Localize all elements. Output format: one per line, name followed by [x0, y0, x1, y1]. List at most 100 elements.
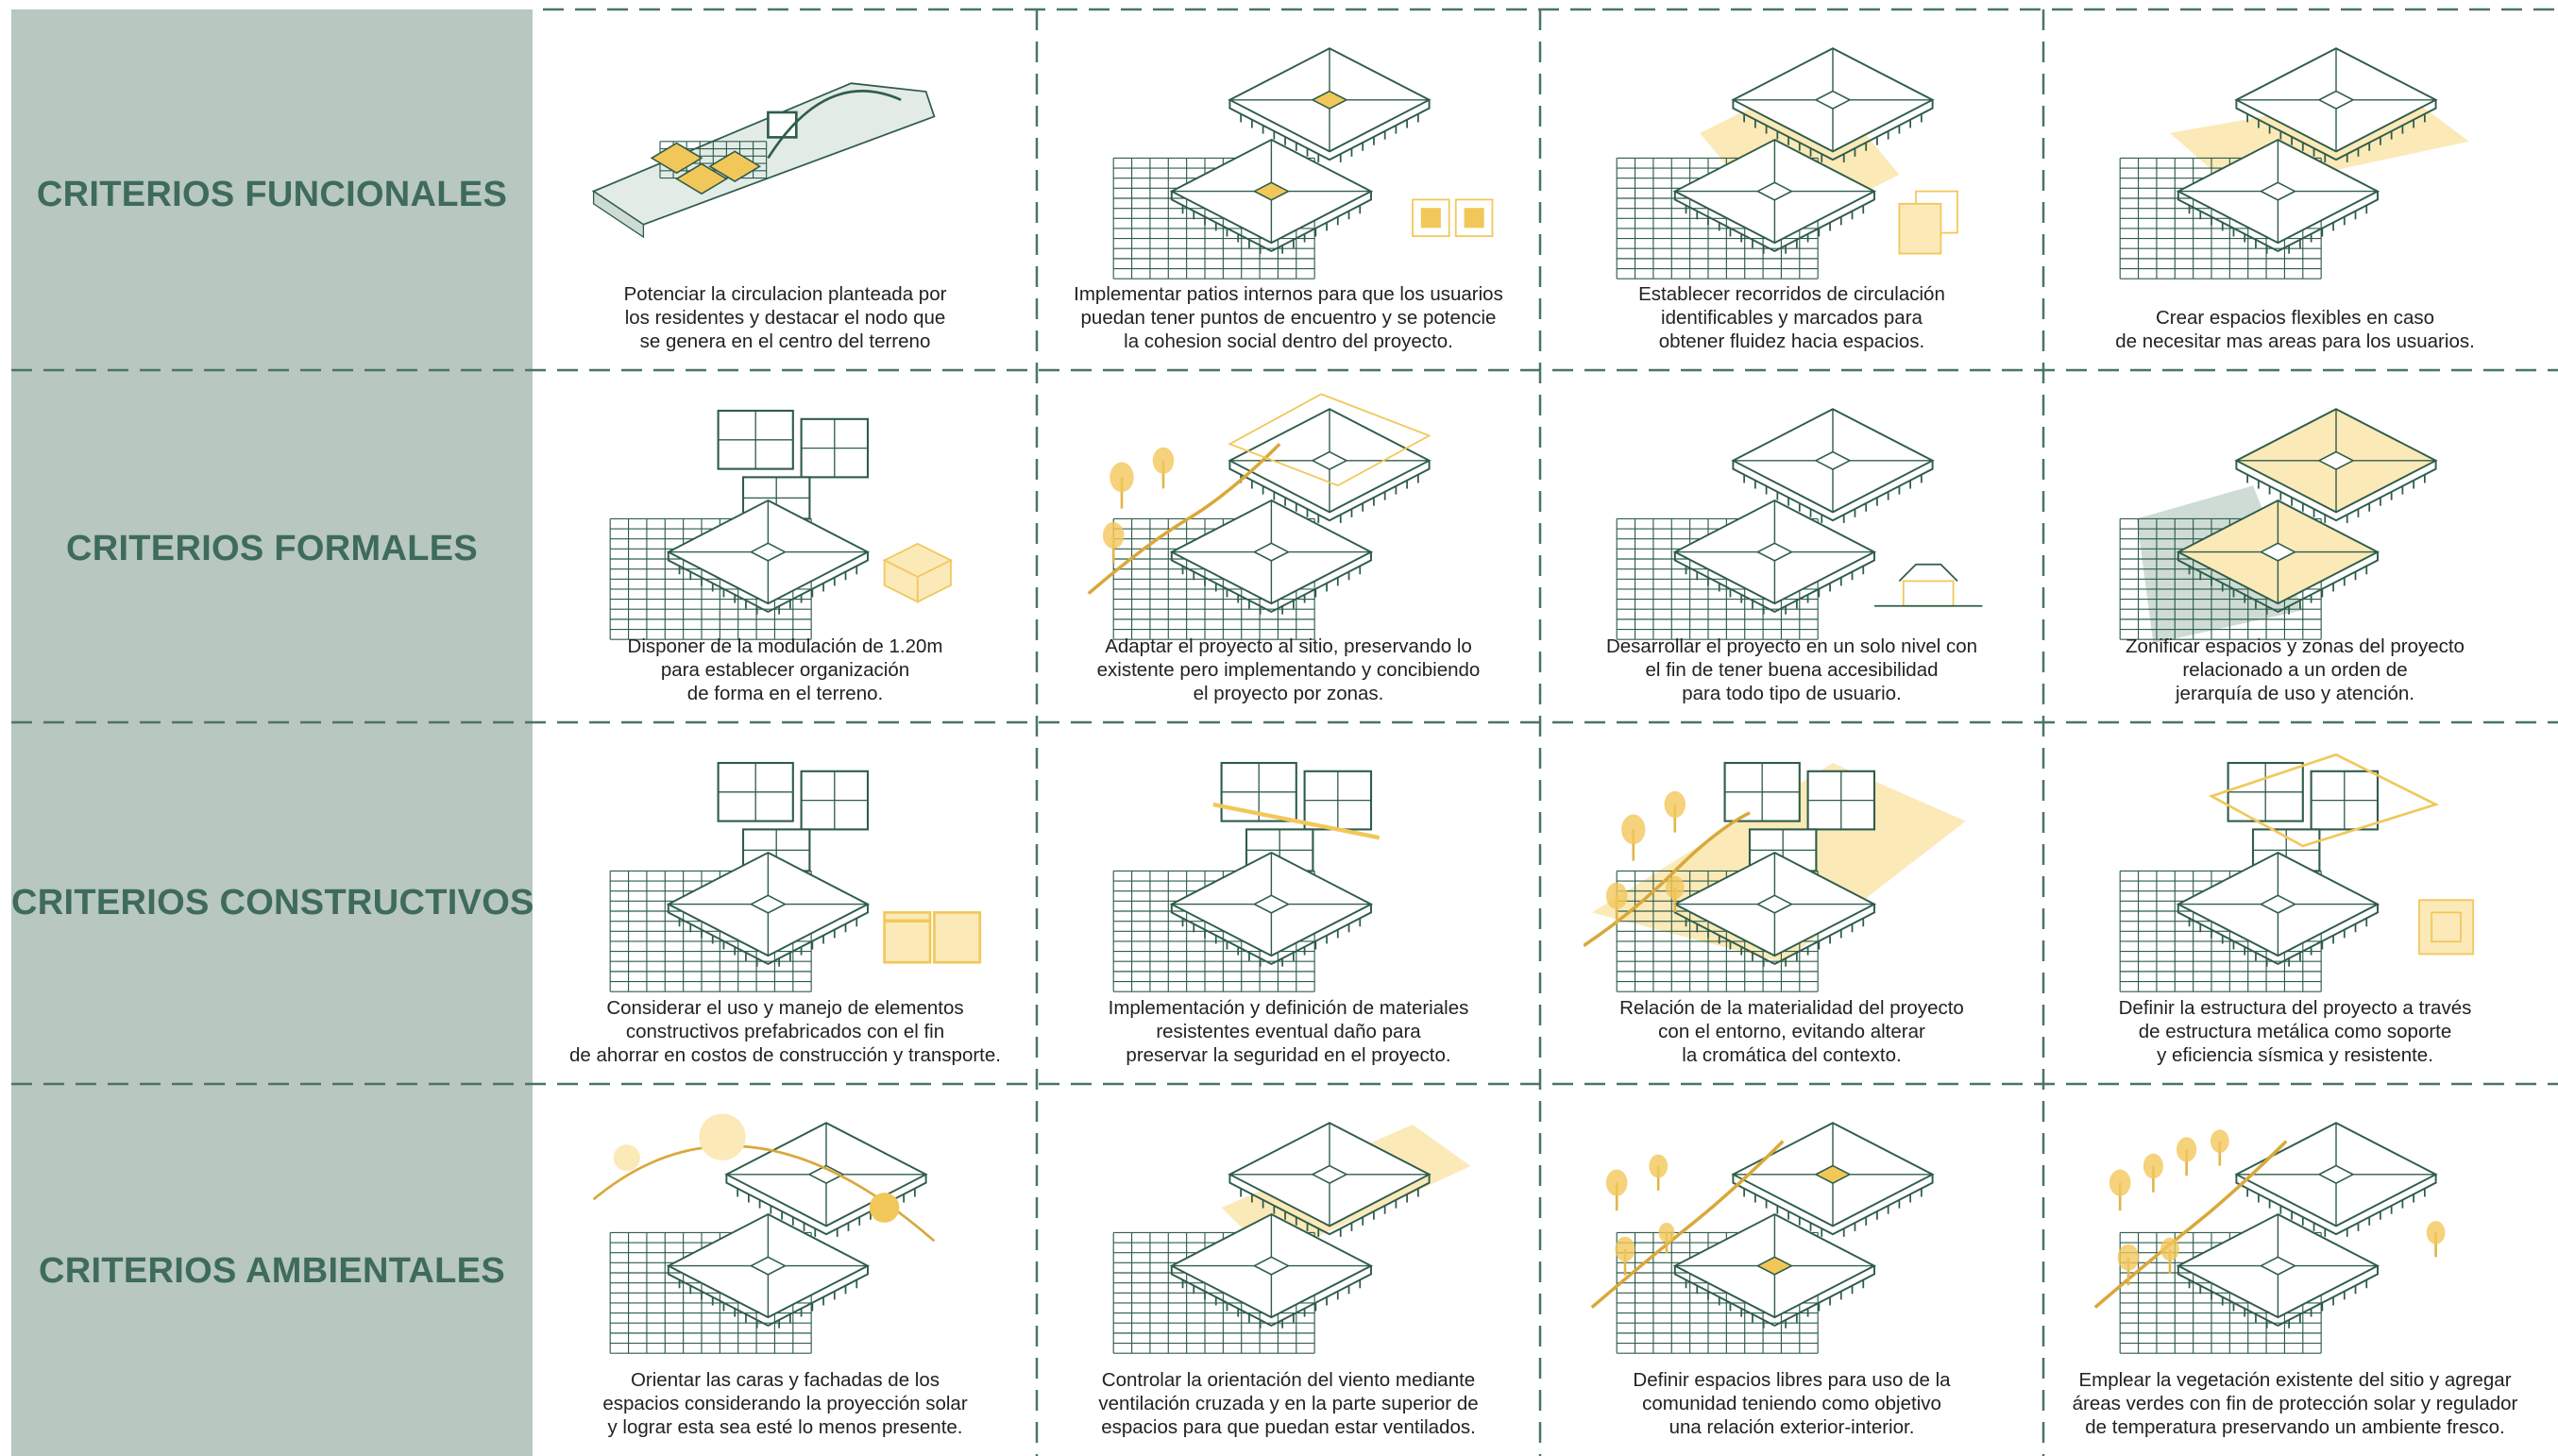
- caption-line: Disponer de la modulación de 1.20m: [627, 635, 943, 657]
- criteria-caption: Definir la estructura del proyecto a tra…: [2043, 996, 2547, 1067]
- caption-line: para establecer organización: [660, 659, 910, 681]
- circulation-path-illustration: [1616, 47, 1958, 279]
- criteria-cell: Desarrollar el proyecto en un solo nivel…: [1540, 370, 2043, 722]
- prefab-elements-illustration: [609, 761, 982, 992]
- site-plan-illustration: [591, 82, 936, 239]
- materiality-context-illustration: [1584, 761, 1966, 992]
- caption-line: de temperatura preservando un ambiente f…: [2085, 1416, 2505, 1438]
- solar-orientation-illustration: [592, 1113, 936, 1354]
- caption-line: ventilación cruzada y en la parte superi…: [1098, 1393, 1479, 1414]
- caption-line: de estructura metálica como soporte: [2138, 1021, 2452, 1042]
- criteria-caption: Implementación y definición de materiale…: [1037, 996, 1540, 1067]
- caption-line: existente pero implementando y concibien…: [1096, 659, 1481, 681]
- caption-line: la cromática del contexto.: [1682, 1044, 1902, 1066]
- caption-line: los residentes y destacar el nodo que: [624, 307, 946, 329]
- criteria-cell: Relación de la materialidad del proyecto…: [1540, 722, 2043, 1084]
- materials-illustration: [1112, 761, 1381, 992]
- criteria-cell: Controlar la orientación del viento medi…: [1037, 1084, 1540, 1456]
- caption-line: el proyecto por zonas.: [1193, 683, 1384, 704]
- caption-line: Relación de la materialidad del proyecto: [1619, 997, 1964, 1019]
- caption-line: jerarquía de uso y atención.: [2176, 683, 2414, 704]
- caption-line: Controlar la orientación del viento medi…: [1101, 1369, 1476, 1391]
- caption-line: para todo tipo de usuario.: [1682, 683, 1902, 704]
- caption-line: identificables y marcados para: [1661, 307, 1923, 329]
- caption-line: se genera en el centro del terreno: [639, 330, 931, 352]
- site-adaptation-illustration: [1087, 393, 1431, 640]
- caption-line: obtener fluidez hacia espacios.: [1658, 330, 1925, 352]
- criteria-cell: Emplear la vegetación existente del siti…: [2043, 1084, 2547, 1456]
- criteria-caption: Implementar patios internos para que los…: [1037, 282, 1540, 353]
- vegetation-illustration: [2093, 1122, 2446, 1354]
- row-title-constructivos: CRITERIOS CONSTRUCTIVOS: [11, 883, 534, 923]
- row-title-ambientales: CRITERIOS AMBIENTALES: [39, 1251, 505, 1291]
- caption-line: Implementar patios internos para que los…: [1074, 283, 1503, 305]
- criteria-caption: Desarrollar el proyecto en un solo nivel…: [1540, 635, 2043, 705]
- caption-line: relacionado a un orden de: [2182, 659, 2408, 681]
- caption-line: el fin de tener buena accesibilidad: [1645, 659, 1939, 681]
- row-title-formales: CRITERIOS FORMALES: [65, 529, 479, 568]
- caption-line: Crear espacios flexibles en caso: [2155, 307, 2435, 329]
- caption-line: Establecer recorridos de circulación: [1638, 283, 1945, 305]
- criteria-caption: Relación de la materialidad del proyecto…: [1540, 996, 2043, 1067]
- zoning-illustration: [2119, 408, 2438, 642]
- caption-line: Orientar las caras y fachadas de los: [630, 1369, 940, 1391]
- caption-line: áreas verdes con fin de protección solar…: [2072, 1393, 2518, 1414]
- caption-line: Potenciar la circulacion planteada por: [623, 283, 947, 305]
- criteria-caption: Adaptar el proyecto al sitio, preservand…: [1037, 635, 1540, 705]
- caption-line: Definir espacios libres para uso de la: [1633, 1369, 1951, 1391]
- caption-line: de forma en el terreno.: [686, 683, 884, 704]
- criteria-caption: Emplear la vegetación existente del siti…: [2043, 1368, 2547, 1439]
- caption-line: resistentes eventual daño para: [1156, 1021, 1421, 1042]
- caption-line: puedan tener puntos de encuentro y se po…: [1080, 307, 1497, 329]
- row-title-funcionales: CRITERIOS FUNCIONALES: [36, 175, 508, 214]
- caption-line: espacios considerando la proyección sola…: [602, 1393, 968, 1414]
- caption-line: espacios para que puedan estar ventilado…: [1101, 1416, 1476, 1438]
- caption-line: Adaptar el proyecto al sitio, preservand…: [1105, 635, 1472, 657]
- single-level-illustration: [1616, 408, 1983, 640]
- caption-line: constructivos prefabricados con el fin: [625, 1021, 945, 1042]
- metal-structure-illustration: [2119, 753, 2475, 992]
- caption-line: Zonificar espacios y zonas del proyecto: [2126, 635, 2465, 657]
- caption-line: Definir la estructura del proyecto a tra…: [2118, 997, 2472, 1019]
- caption-line: con el entorno, evitando alterar: [1658, 1021, 1925, 1042]
- caption-line: Desarrollar el proyecto en un solo nivel…: [1605, 635, 1978, 657]
- criteria-caption: Controlar la orientación del viento medi…: [1037, 1368, 1540, 1439]
- caption-line: Emplear la vegetación existente del siti…: [2078, 1369, 2512, 1391]
- sidebar-panel: [11, 9, 533, 1456]
- criteria-cell: Definir la estructura del proyecto a tra…: [2043, 722, 2547, 1084]
- caption-line: y eficiencia sísmica y resistente.: [2157, 1044, 2433, 1066]
- criteria-cell: Adaptar el proyecto al sitio, preservand…: [1037, 370, 1540, 722]
- interior-patio-illustration: [1112, 47, 1494, 279]
- caption-line: Considerar el uso y manejo de elementos: [606, 997, 964, 1019]
- caption-line: y lograr esta sea esté lo menos presente…: [607, 1416, 963, 1438]
- wind-ventilation-illustration: [1112, 1122, 1471, 1354]
- criteria-cell: Implementar patios internos para que los…: [1037, 9, 1540, 370]
- caption-line: la cohesion social dentro del proyecto.: [1124, 330, 1453, 352]
- open-spaces-illustration: [1590, 1122, 1935, 1354]
- caption-line: de ahorrar en costos de construcción y t…: [569, 1044, 1001, 1066]
- flexible-space-illustration: [2119, 47, 2469, 279]
- caption-line: una relación exterior-interior.: [1669, 1416, 1915, 1438]
- caption-line: de necesitar mas areas para los usuarios…: [2115, 330, 2475, 352]
- modulation-illustration: [609, 409, 953, 640]
- criteria-cell: Implementación y definición de materiale…: [1037, 722, 1540, 1084]
- caption-line: comunidad teniendo como objetivo: [1642, 1393, 1941, 1414]
- caption-line: preservar la seguridad en el proyecto.: [1126, 1044, 1451, 1066]
